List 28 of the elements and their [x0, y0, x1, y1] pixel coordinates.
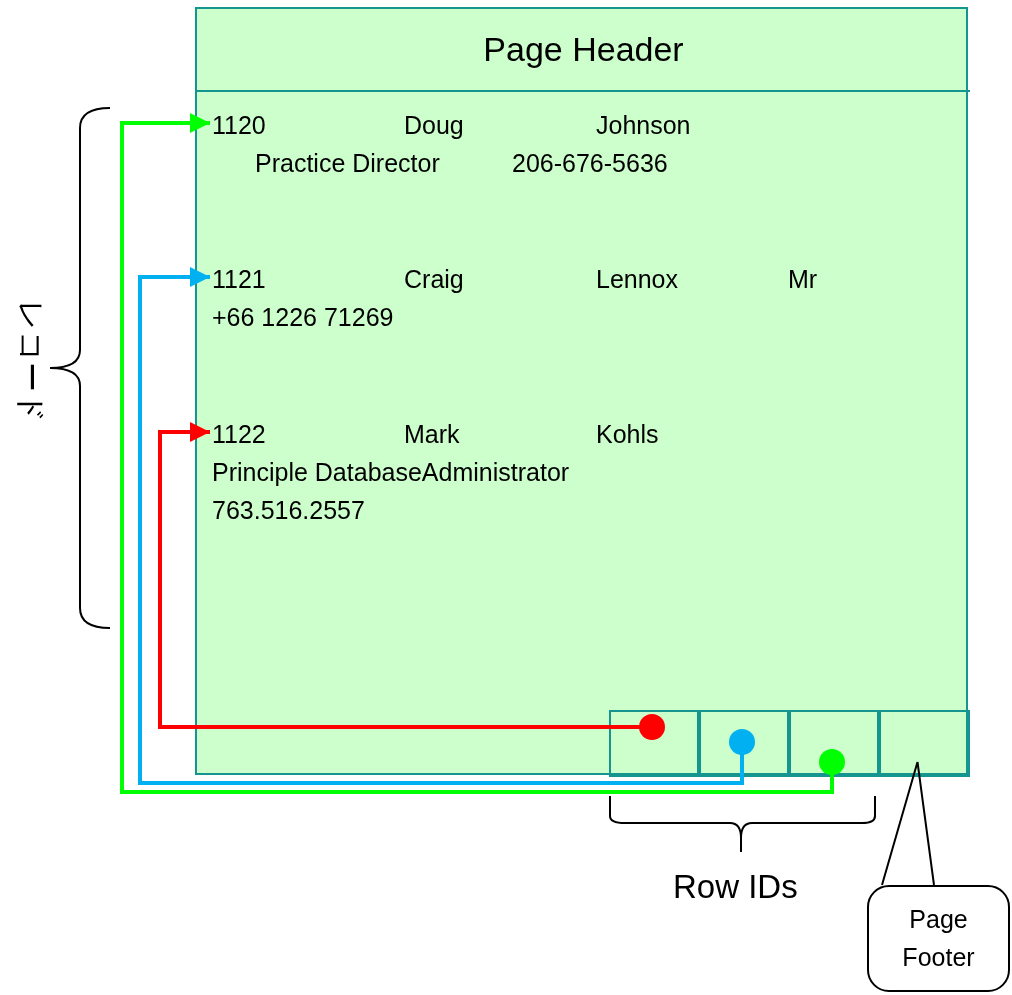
- record-field: Doug: [404, 106, 464, 144]
- record-field: 763.516.2557: [212, 491, 365, 529]
- page-box: [195, 7, 968, 775]
- leader-line: [881, 761, 935, 886]
- arrow: [120, 113, 845, 794]
- record-field: Johnson: [596, 106, 691, 144]
- record-field: +66 1226 71269: [212, 298, 394, 336]
- record-field: 206-676-5636: [512, 144, 668, 182]
- record-field: Mr: [788, 260, 818, 298]
- bracket-label: レコード: [14, 300, 49, 423]
- bracket-label: Row IDs: [673, 868, 798, 906]
- record-field: Mark: [404, 415, 460, 453]
- row-id-slot: [699, 710, 789, 777]
- page-header-band: Page Header: [197, 9, 970, 92]
- arrow: [158, 422, 665, 740]
- row-id-slot: [789, 710, 879, 777]
- record-field: Practice Director: [255, 144, 440, 182]
- record-field: 1121: [212, 260, 266, 298]
- record-field: Lennox: [596, 260, 679, 298]
- record-field: Principle DatabaseAdministrator: [212, 453, 570, 491]
- row-id-slot: [609, 710, 699, 777]
- record-field: Craig: [404, 260, 464, 298]
- record-field: 1120: [212, 106, 266, 144]
- record-field: Kohls: [596, 415, 659, 453]
- record-field: 1122: [212, 415, 266, 453]
- arrow: [138, 267, 755, 785]
- footer-slot: [879, 710, 970, 777]
- callout-bubble: Page Footer: [867, 885, 1010, 992]
